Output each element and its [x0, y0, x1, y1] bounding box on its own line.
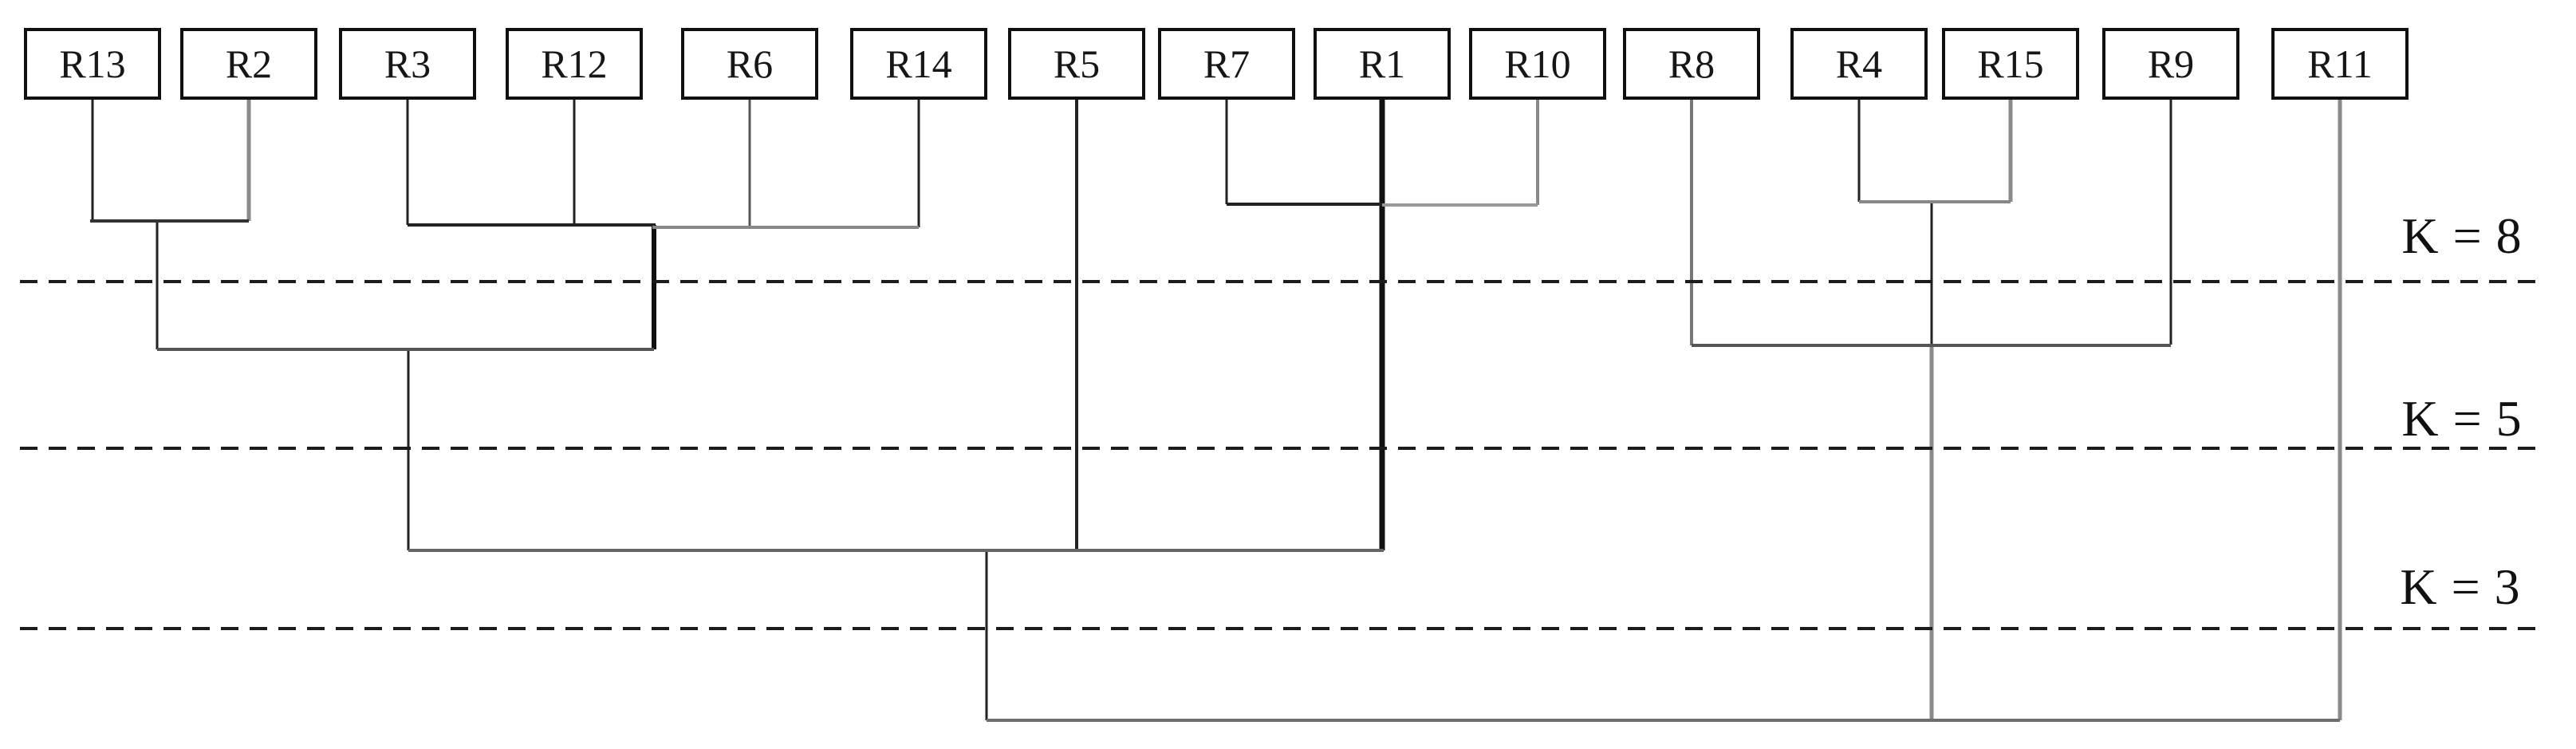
leaf-box-R10: R10 — [1469, 28, 1606, 100]
leaf-box-R15: R15 — [1942, 28, 2079, 100]
leaf-label: R13 — [59, 41, 126, 86]
leaf-box-R8: R8 — [1623, 28, 1760, 100]
leaf-box-R7: R7 — [1158, 28, 1295, 100]
leaf-box-R1: R1 — [1314, 28, 1451, 100]
cut-label-k5: K = 5 — [2401, 390, 2523, 447]
leaf-label: R11 — [2307, 41, 2373, 86]
leaf-label: R15 — [1977, 41, 2044, 86]
leaf-label: R3 — [384, 41, 431, 86]
leaf-box-R14: R14 — [850, 28, 987, 100]
leaf-label: R14 — [885, 41, 952, 86]
leaf-label: R10 — [1504, 41, 1571, 86]
leaf-label: R2 — [225, 41, 273, 86]
leaf-box-R3: R3 — [339, 28, 476, 100]
leaf-label: R6 — [726, 41, 774, 86]
leaf-box-R9: R9 — [2102, 28, 2239, 100]
leaf-label: R12 — [541, 41, 608, 86]
leaf-box-R5: R5 — [1008, 28, 1145, 100]
leaf-label: R1 — [1358, 41, 1406, 86]
leaf-box-R6: R6 — [681, 28, 818, 100]
leaf-box-R11: R11 — [2271, 28, 2409, 100]
leaf-label: R5 — [1053, 41, 1101, 86]
leaf-box-R2: R2 — [180, 28, 317, 100]
leaf-label: R9 — [2147, 41, 2195, 86]
leaf-label: R8 — [1668, 41, 1715, 86]
leaf-box-R12: R12 — [506, 28, 643, 100]
leaf-box-R13: R13 — [24, 28, 161, 100]
cut-label-k8: K = 8 — [2401, 207, 2523, 264]
cut-label-k3: K = 3 — [2400, 558, 2521, 615]
leaf-label: R7 — [1203, 41, 1251, 86]
leaf-box-R4: R4 — [1790, 28, 1928, 100]
leaf-label: R4 — [1835, 41, 1883, 86]
